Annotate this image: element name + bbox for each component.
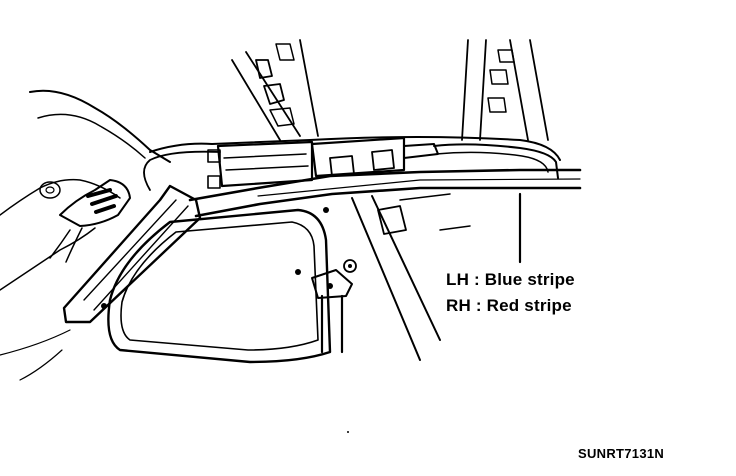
rivet-2 bbox=[101, 303, 107, 309]
mount-boss-inner bbox=[45, 186, 55, 194]
body-outline bbox=[29, 89, 171, 163]
rear-frame-cross bbox=[399, 193, 471, 231]
curtain-airbag-upper bbox=[188, 168, 582, 202]
curtain-airbag-stripe bbox=[257, 178, 581, 197]
harness-loop bbox=[143, 150, 221, 191]
body-inner-outline bbox=[37, 113, 146, 159]
pillar-bolt bbox=[343, 259, 357, 273]
left-bracket-fill bbox=[86, 188, 118, 214]
window-opening-outer bbox=[107, 208, 332, 364]
clip-2 bbox=[207, 175, 221, 189]
pillar-bolt-center bbox=[348, 264, 352, 268]
rear-frame-diagonal bbox=[351, 195, 441, 361]
pillar-mount-dot bbox=[327, 283, 333, 289]
center-pillar-rod bbox=[320, 294, 344, 354]
harness-tube bbox=[433, 143, 559, 179]
roof-rail-right bbox=[461, 39, 549, 141]
lower-left-panel bbox=[0, 329, 71, 381]
roof-rail-c bbox=[269, 43, 295, 127]
door-frame-lower bbox=[0, 227, 96, 291]
figure-code: SUNRT7131N bbox=[578, 446, 665, 461]
curtain-airbag-lower bbox=[194, 186, 582, 218]
left-bracket bbox=[59, 179, 131, 227]
roof-rail-right-tabs bbox=[487, 49, 515, 113]
a-pillar-bag-outer bbox=[62, 184, 202, 324]
roof-edge-upper bbox=[149, 136, 561, 161]
airbag-module-front bbox=[216, 140, 314, 188]
window-opening-inner bbox=[120, 221, 319, 351]
harness-tube-inner bbox=[435, 151, 549, 173]
rivet-3 bbox=[323, 207, 329, 213]
roof-rail-b bbox=[255, 59, 285, 105]
left-bracket-leg bbox=[49, 227, 83, 263]
airbag-module-front-detail bbox=[223, 153, 309, 171]
rear-frame-bracket bbox=[377, 205, 407, 235]
mount-boss bbox=[39, 181, 61, 199]
rivet-1 bbox=[295, 269, 301, 275]
rh-stripe-label: RH : Red stripe bbox=[446, 296, 572, 315]
a-pillar-bag-inner bbox=[83, 199, 189, 311]
speck bbox=[347, 431, 349, 433]
inflator-connector bbox=[403, 143, 439, 159]
airbag-module-mid bbox=[310, 136, 406, 178]
roof-rail-a bbox=[231, 39, 319, 141]
pillar-mount bbox=[311, 269, 353, 299]
clip-1 bbox=[207, 149, 221, 163]
lh-stripe-label: LH : Blue stripe bbox=[446, 270, 575, 289]
